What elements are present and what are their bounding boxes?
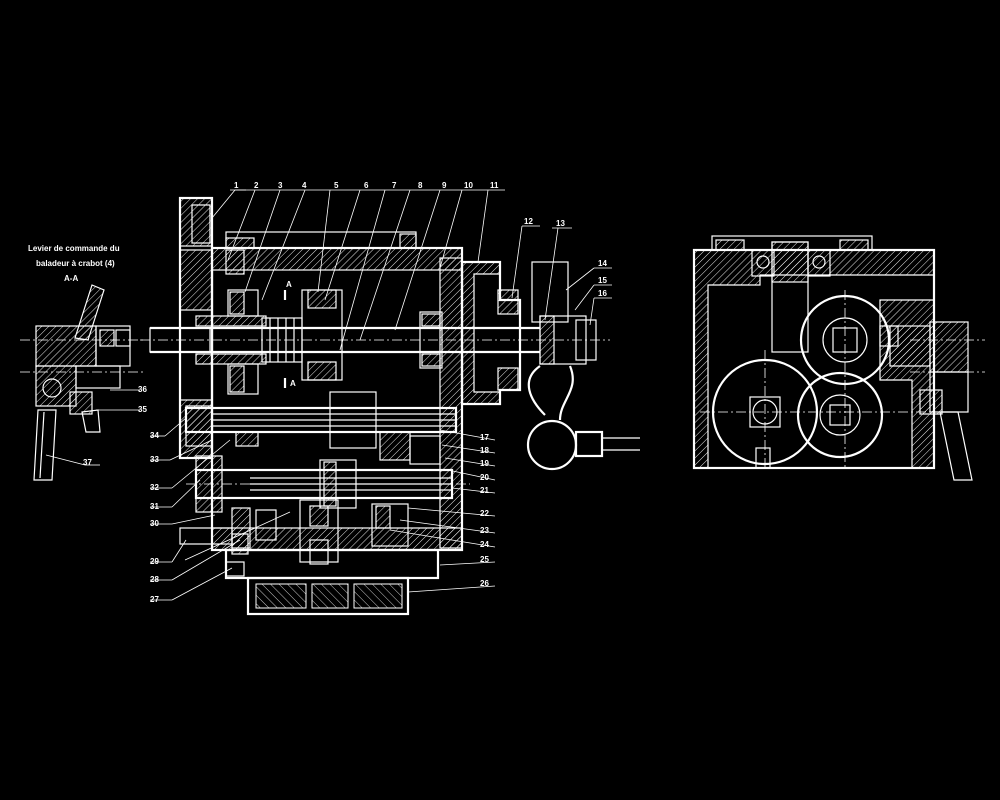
part-label-17: 17	[480, 433, 489, 442]
part-label-7: 7	[392, 181, 397, 190]
part-label-29: 29	[150, 557, 159, 566]
part-label-1: 1	[234, 181, 239, 190]
part-label-34: 34	[150, 431, 159, 440]
part-label-4: 4	[302, 181, 307, 190]
section-title-aa: A-A	[64, 274, 78, 283]
part-label-24: 24	[480, 540, 489, 549]
end-view-lever	[939, 411, 973, 481]
right-labels: 12 13 14 15 16	[511, 217, 612, 326]
end-view-lower-gear	[796, 371, 884, 459]
part-label-8: 8	[418, 181, 423, 190]
lever-knob	[526, 419, 578, 471]
part-label-21: 21	[480, 486, 489, 495]
gearbox-housing	[210, 246, 464, 552]
part-label-13: 13	[556, 219, 565, 228]
part-label-31: 31	[150, 502, 159, 511]
part-label-27: 27	[150, 595, 159, 604]
section-mark-a-bottom: A	[290, 379, 296, 388]
part-label-6: 6	[364, 181, 369, 190]
right-lower-labels: 17 18 19 20 21 22 23 24 25 26	[389, 429, 496, 593]
part-label-2: 2	[254, 181, 259, 190]
selector-fork	[299, 499, 339, 563]
part-label-36: 36	[138, 385, 147, 394]
part-label-12: 12	[524, 217, 533, 226]
lever-detail-view: Levier de commande du baladeur à crabot …	[20, 244, 147, 481]
part-label-37: 37	[83, 458, 92, 467]
part-label-10: 10	[464, 181, 473, 190]
part-label-19: 19	[480, 459, 489, 468]
part-label-14: 14	[598, 259, 607, 268]
layshaft-gear	[329, 391, 377, 449]
caption-line2: baladeur à crabot (4)	[36, 259, 115, 268]
part-label-33: 33	[150, 455, 159, 464]
part-label-9: 9	[442, 181, 447, 190]
part-label-16: 16	[598, 289, 607, 298]
part-label-3: 3	[278, 181, 283, 190]
part-label-26: 26	[480, 579, 489, 588]
left-labels: 34 33 32 31 30 29 28 27	[150, 417, 291, 604]
part-label-32: 32	[150, 483, 159, 492]
part-label-20: 20	[480, 473, 489, 482]
part-label-25: 25	[480, 555, 489, 564]
part-label-11: 11	[490, 181, 499, 190]
part-label-15: 15	[598, 276, 607, 285]
part-label-5: 5	[334, 181, 339, 190]
lever-hub	[35, 325, 97, 367]
part-label-35: 35	[138, 405, 147, 414]
main-section-view: A A	[140, 181, 640, 616]
part-label-23: 23	[480, 526, 489, 535]
lever-handle	[33, 409, 57, 481]
end-view	[692, 235, 985, 481]
part-label-28: 28	[150, 575, 159, 584]
section-mark-a-top: A	[286, 280, 292, 289]
part-label-18: 18	[480, 446, 489, 455]
part-label-22: 22	[480, 509, 489, 518]
part-label-30: 30	[150, 519, 159, 528]
caption-line1: Levier de commande du	[28, 244, 120, 253]
top-labels: 1 2 3 4 5 6 7 8 9 10 11	[211, 181, 505, 351]
oil-pan	[246, 576, 410, 616]
